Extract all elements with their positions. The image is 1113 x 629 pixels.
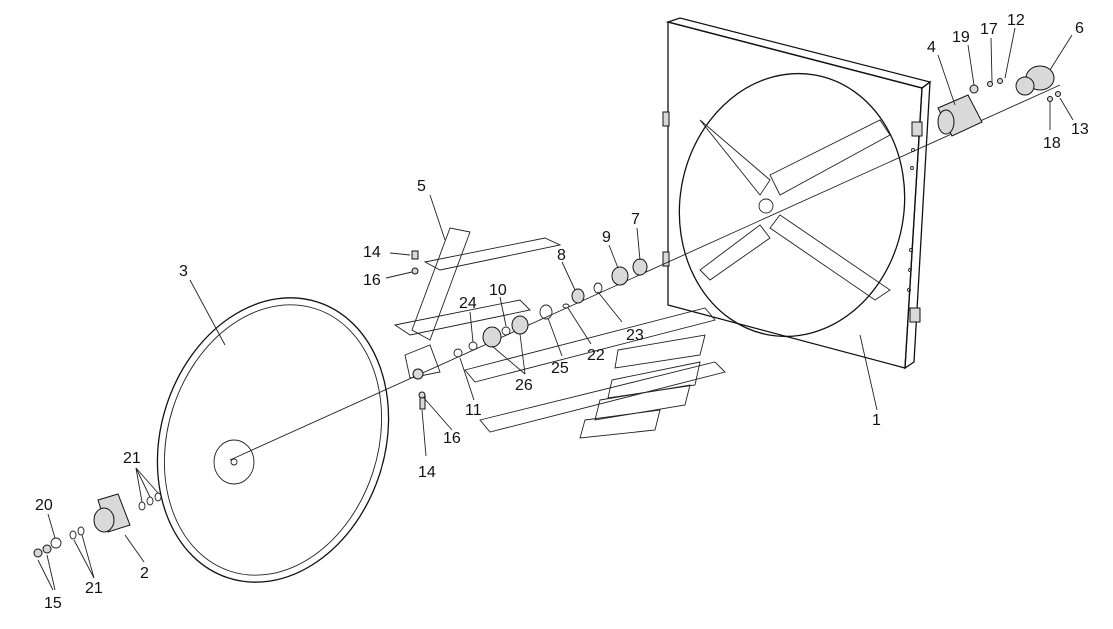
label-2: 2 (140, 565, 149, 582)
label-14-top: 14 (363, 244, 381, 261)
label-21-top: 21 (123, 450, 141, 467)
label-19: 19 (952, 29, 970, 46)
label-17: 17 (980, 21, 998, 38)
part-labels: 1 2 3 4 5 6 7 8 9 10 11 12 13 14 14 15 1… (35, 12, 1089, 612)
part-3-disc (156, 297, 390, 583)
label-18: 18 (1043, 135, 1061, 152)
background-plates (393, 237, 726, 439)
part-5-bracket (404, 227, 471, 380)
part-1-frame (662, 17, 932, 370)
label-4: 4 (927, 39, 936, 56)
part-6-motor (1015, 65, 1055, 96)
label-1: 1 (872, 412, 881, 429)
label-24: 24 (459, 295, 477, 312)
part-2-housing (93, 493, 131, 533)
label-8: 8 (557, 247, 566, 264)
label-23: 23 (626, 327, 644, 344)
parts-12-19-fasteners (969, 78, 1061, 102)
parts-14-16-bolts (411, 250, 426, 410)
parts-15-20-21-washers (33, 492, 162, 558)
label-10: 10 (489, 282, 507, 299)
label-13: 13 (1071, 121, 1089, 138)
label-16-bottom: 16 (443, 430, 461, 447)
label-9: 9 (602, 229, 611, 246)
label-12: 12 (1007, 12, 1025, 29)
label-20: 20 (35, 497, 53, 514)
label-5: 5 (417, 178, 426, 195)
label-15: 15 (44, 595, 62, 612)
label-7: 7 (631, 211, 640, 228)
label-22: 22 (587, 347, 605, 364)
label-25: 25 (551, 360, 569, 377)
part-4-hub (937, 94, 983, 137)
leader-lines (37, 27, 1074, 591)
label-14-bottom: 14 (418, 464, 436, 481)
label-21-bottom: 21 (85, 580, 103, 597)
shaft-components (453, 258, 648, 358)
label-26: 26 (515, 377, 533, 394)
label-6: 6 (1075, 20, 1084, 37)
label-3: 3 (179, 263, 188, 280)
label-16-top: 16 (363, 272, 381, 289)
label-11: 11 (465, 402, 482, 419)
